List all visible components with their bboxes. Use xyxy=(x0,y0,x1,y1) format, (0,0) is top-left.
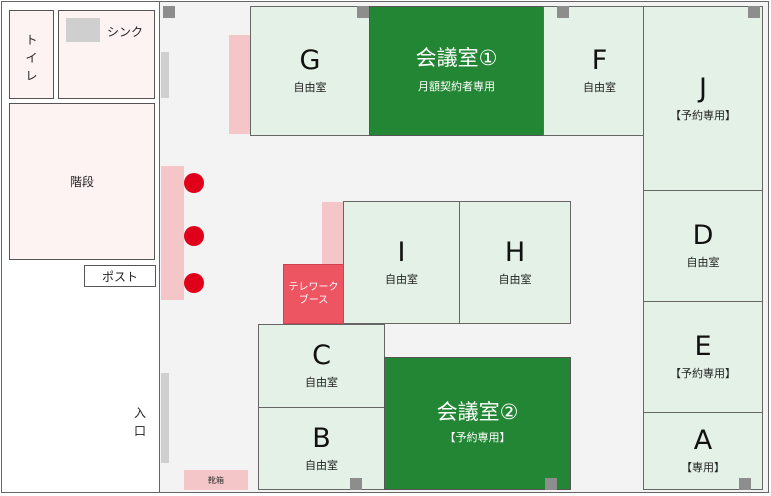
meeting-room-1-title: 会議室① xyxy=(415,46,498,70)
room-h-letter: H xyxy=(504,236,526,268)
meeting-room-2[interactable]: 会議室② 【予約専用】 xyxy=(384,357,571,490)
room-a[interactable]: A 【専用】 xyxy=(643,412,763,490)
room-h-sub: 自由室 xyxy=(498,272,532,286)
wall-accent-top xyxy=(161,52,169,98)
shoe-box-label: 靴箱 xyxy=(208,475,224,485)
pillar xyxy=(748,6,760,18)
room-d[interactable]: D 自由室 xyxy=(643,190,763,302)
room-j[interactable]: J 【予約専用】 xyxy=(643,6,763,191)
accent-strip-i xyxy=(322,202,343,264)
telework-booth[interactable]: テレワーク ブース xyxy=(283,264,344,324)
room-e[interactable]: E 【予約専用】 xyxy=(643,301,763,413)
meeting-room-1[interactable]: 会議室① 月額契約者専用 xyxy=(369,6,544,136)
entrance-char-2: 口 xyxy=(133,424,146,438)
pillar xyxy=(739,478,751,490)
toilet-char-3: レ xyxy=(25,69,38,83)
shoe-box: 靴箱 xyxy=(184,470,248,490)
room-i[interactable]: I 自由室 xyxy=(343,201,460,324)
room-j-sub: 【予約専用】 xyxy=(670,108,736,122)
room-a-sub: 【専用】 xyxy=(681,461,725,474)
room-g-sub: 自由室 xyxy=(293,81,327,94)
meeting-room-1-sub: 月額契約者専用 xyxy=(418,80,495,93)
room-i-letter: I xyxy=(397,236,406,268)
red-marker-3 xyxy=(184,273,204,293)
room-a-letter: A xyxy=(693,425,713,456)
pillar xyxy=(350,478,362,490)
room-i-sub: 自由室 xyxy=(385,272,418,286)
room-e-letter: E xyxy=(694,331,712,362)
red-marker-2 xyxy=(184,226,204,246)
room-c-sub: 自由室 xyxy=(305,376,338,389)
red-marker-1 xyxy=(184,173,204,193)
pillar xyxy=(557,6,569,18)
toilet-char-1: ト xyxy=(25,33,38,47)
entrance-char-1: 入 xyxy=(133,406,146,420)
wall-accent-entrance xyxy=(161,373,169,463)
room-g-letter: G xyxy=(299,45,321,76)
room-f[interactable]: F 自由室 xyxy=(543,6,656,136)
room-e-sub: 【予約専用】 xyxy=(670,367,736,380)
pillar xyxy=(545,478,557,490)
sink-basin xyxy=(66,18,100,42)
post-box: ポスト xyxy=(84,265,156,287)
accent-strip-g xyxy=(229,35,250,134)
room-b[interactable]: B 自由室 xyxy=(258,407,385,490)
toilet: ト イ レ xyxy=(9,10,54,99)
toilet-char-2: イ xyxy=(25,51,38,65)
room-b-letter: B xyxy=(312,422,331,454)
room-f-letter: F xyxy=(591,45,608,76)
pillar xyxy=(163,6,175,18)
room-c[interactable]: C 自由室 xyxy=(258,324,385,408)
meeting-room-2-sub: 【予約専用】 xyxy=(444,431,511,444)
sink-label: シンク xyxy=(107,25,144,39)
room-c-letter: C xyxy=(312,340,331,371)
stairs-label: 階段 xyxy=(69,175,94,189)
room-f-sub: 自由室 xyxy=(583,81,616,94)
telework-label-1: テレワーク xyxy=(288,281,339,293)
counter-strip xyxy=(161,166,184,300)
stairs: 階段 xyxy=(9,103,155,260)
telework-label-2: ブース xyxy=(298,295,329,306)
room-d-sub: 自由室 xyxy=(686,256,720,269)
room-b-sub: 自由室 xyxy=(305,458,338,472)
entrance-label: 入 口 xyxy=(132,404,148,440)
room-j-letter: J xyxy=(699,72,707,104)
post-label: ポスト xyxy=(101,269,138,284)
room-g[interactable]: G 自由室 xyxy=(250,6,370,136)
room-h[interactable]: H 自由室 xyxy=(459,201,571,324)
sink-area: シンク xyxy=(58,10,155,99)
room-d-letter: D xyxy=(692,220,714,251)
meeting-room-2-title: 会議室② xyxy=(436,400,519,424)
pillar xyxy=(357,6,369,18)
